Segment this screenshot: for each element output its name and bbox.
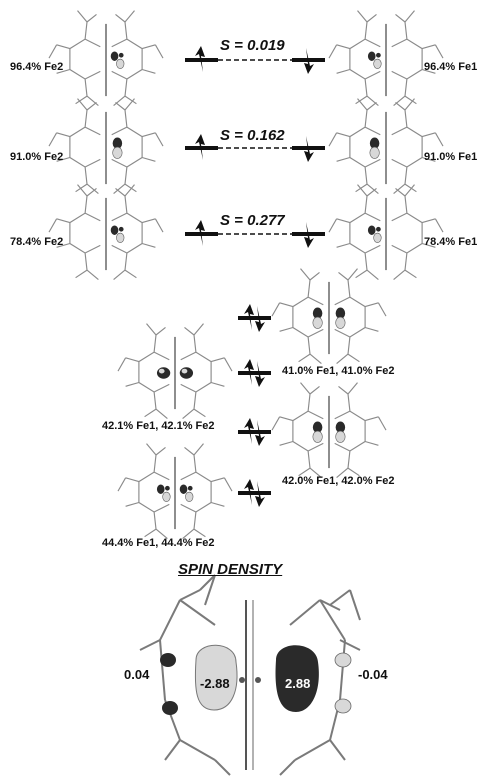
orbital-lobe xyxy=(116,58,125,69)
do-label: 42.1% Fe1, 42.1% Fe2 xyxy=(102,420,215,432)
so-left-label: 91.0% Fe2 xyxy=(10,151,64,163)
molecule-wireframe xyxy=(271,382,387,479)
bridge-spin xyxy=(239,677,245,683)
orbital-lobe xyxy=(312,307,323,319)
orbital-lobe xyxy=(185,491,194,502)
spin-down-arrow xyxy=(304,222,314,248)
spin-up-arrow xyxy=(195,134,205,160)
orbital-lobe xyxy=(312,316,323,329)
overlap-label: S = 0.019 xyxy=(220,37,285,54)
spin-lobe xyxy=(334,698,352,714)
orbital-lobe xyxy=(179,484,188,494)
spin-down-arrow xyxy=(304,136,314,162)
orbital-lobe xyxy=(116,232,125,243)
orbital-lobe xyxy=(110,51,119,61)
spin-down-arrow xyxy=(255,481,265,507)
orbital-lobe xyxy=(165,485,170,491)
spin-up-arrow xyxy=(244,479,254,505)
so-left-label: 78.4% Fe2 xyxy=(10,236,64,248)
spin-up-arrow xyxy=(195,46,205,72)
orbital-lobe xyxy=(312,421,323,433)
molecule-wireframe xyxy=(48,98,164,195)
orbital-lobe xyxy=(162,491,171,502)
orbital-lobe xyxy=(112,146,123,159)
molecule-wireframe xyxy=(271,268,387,365)
spin-down-arrow xyxy=(255,306,265,332)
spin-up-arrow xyxy=(244,359,254,385)
spin-down-arrow xyxy=(304,48,314,74)
orbital-lobe xyxy=(112,137,123,149)
molecule-wireframe xyxy=(48,184,164,281)
molecule-wireframe xyxy=(117,323,233,420)
spin-density-title: SPIN DENSITY xyxy=(178,561,283,578)
orbital-lobe xyxy=(158,368,165,374)
orbital-lobe xyxy=(369,137,380,149)
orbital-lobe xyxy=(187,485,193,491)
spin-left-ligand-value: 0.04 xyxy=(124,667,150,682)
orbital-lobe xyxy=(373,58,382,69)
orbital-lobe xyxy=(376,226,381,232)
orbital-lobe xyxy=(335,307,346,319)
overlap-label: S = 0.162 xyxy=(220,127,285,144)
spin-up-arrow xyxy=(195,220,205,246)
orbital-lobe xyxy=(335,421,346,433)
fe1-spin-lobe xyxy=(194,644,238,711)
orbital-lobe xyxy=(118,226,124,232)
so-left-label: 96.4% Fe2 xyxy=(10,61,64,73)
spin-right-ligand-value: -0.04 xyxy=(358,667,388,682)
orbital-lobe xyxy=(367,225,376,235)
molecule-wireframe xyxy=(117,443,233,540)
so-right-label: 91.0% Fe1 xyxy=(424,151,478,163)
spin-down-arrow xyxy=(255,420,265,446)
bridge-spin xyxy=(255,677,261,683)
spin-density-structure xyxy=(139,574,361,776)
fe2-spin-lobe xyxy=(275,645,319,712)
orbital-lobe xyxy=(181,368,188,374)
spin-up-arrow xyxy=(244,418,254,444)
do-label: 42.0% Fe1, 42.0% Fe2 xyxy=(282,475,395,487)
overlap-label: S = 0.277 xyxy=(220,212,285,229)
spin-lobe xyxy=(334,652,352,668)
molecule-wireframe xyxy=(328,184,444,281)
spin-lobe xyxy=(160,653,176,667)
orbital-lobe xyxy=(335,430,346,443)
so-right-label: 96.4% Fe1 xyxy=(424,61,478,73)
do-label: 44.4% Fe1, 44.4% Fe2 xyxy=(102,537,215,549)
spin-down-arrow xyxy=(255,361,265,387)
spin-right-fe-value: 2.88 xyxy=(285,676,311,691)
spin-lobe xyxy=(162,701,178,715)
orbital-lobe xyxy=(373,232,382,243)
orbital-lobe xyxy=(156,484,165,494)
so-right-label: 78.4% Fe1 xyxy=(424,236,478,248)
orbital-lobe xyxy=(335,316,346,329)
molecule-wireframe xyxy=(48,10,164,107)
spin-up-arrow xyxy=(244,304,254,330)
do-label: 41.0% Fe1, 41.0% Fe2 xyxy=(282,365,395,377)
orbital-lobe xyxy=(118,52,124,58)
orbital-lobe xyxy=(367,51,376,61)
orbital-lobe xyxy=(156,367,171,379)
orbital-lobe xyxy=(376,52,381,58)
molecule-wireframe xyxy=(328,10,444,107)
orbital-lobe xyxy=(312,430,323,443)
molecule-wireframe xyxy=(328,98,444,195)
orbital-lobe xyxy=(179,367,194,379)
orbital-lobe xyxy=(110,225,119,235)
orbital-lobe xyxy=(369,146,380,159)
spin-left-fe-value: -2.88 xyxy=(200,676,230,691)
